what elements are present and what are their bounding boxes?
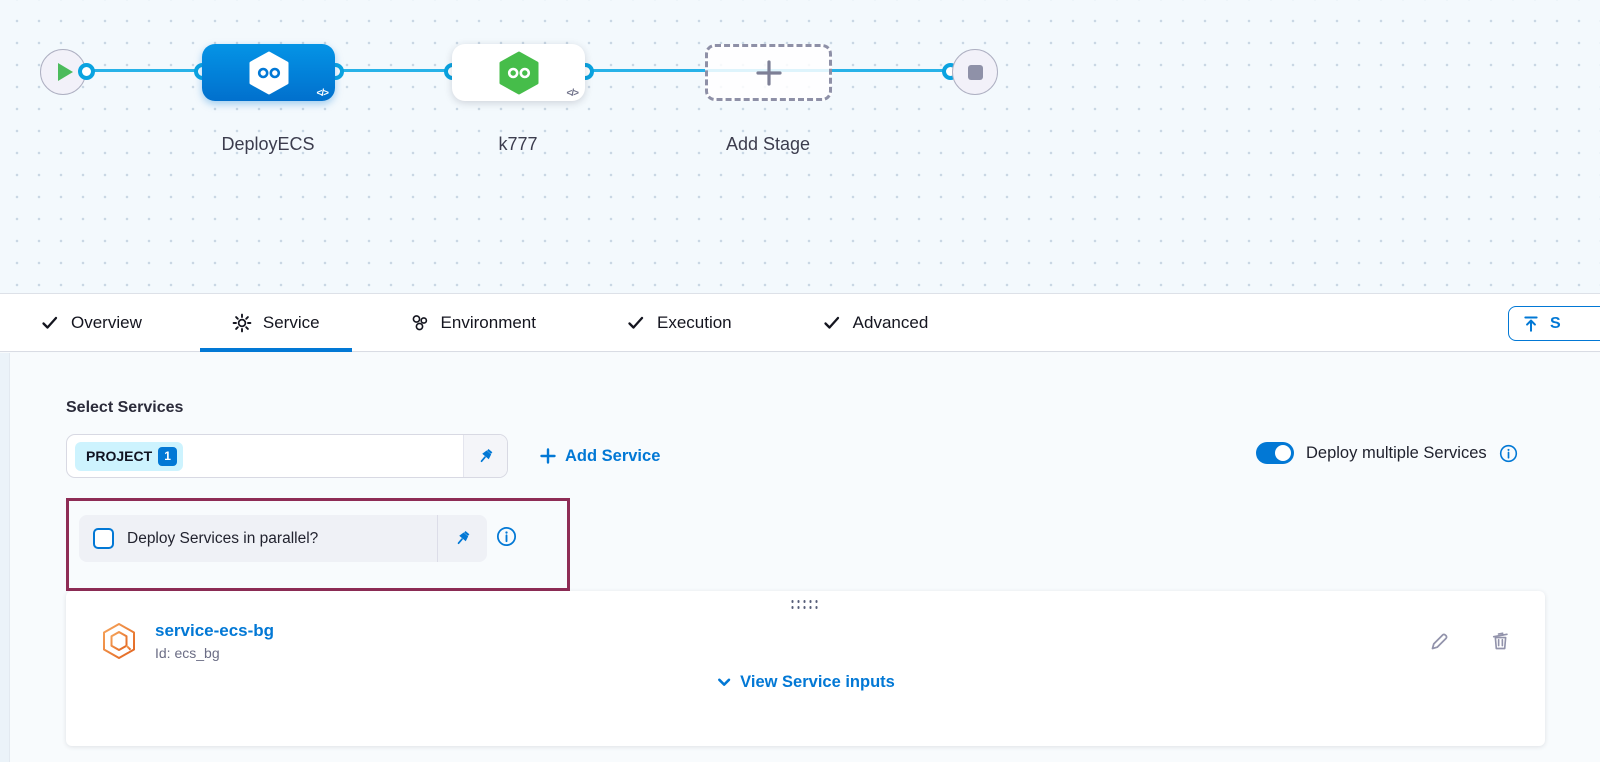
delete-service-button[interactable] <box>1490 631 1511 657</box>
upload-icon <box>1524 315 1538 332</box>
add-stage-node[interactable] <box>705 44 832 101</box>
drag-handle[interactable] <box>791 600 820 611</box>
check-icon <box>824 316 839 329</box>
deploy-parallel-label: Deploy Services in parallel? <box>127 529 319 547</box>
pin-input-type-button[interactable] <box>463 435 507 477</box>
play-icon <box>57 63 73 81</box>
tab-environment[interactable]: Environment <box>410 294 536 351</box>
stop-icon <box>967 64 983 80</box>
trash-icon <box>1492 632 1508 650</box>
info-icon[interactable] <box>496 526 517 547</box>
deploy-multiple-services-toggle[interactable] <box>1256 442 1294 464</box>
deploy-multiple-services-row: Deploy multiple Services <box>1256 439 1518 467</box>
pin-input-type-button[interactable] <box>437 515 487 562</box>
check-icon <box>42 316 58 329</box>
service-name-link[interactable]: service-ecs-bg <box>155 621 275 640</box>
stage-label-k777: k777 <box>498 134 538 154</box>
tab-overview[interactable]: Overview <box>40 294 142 351</box>
add-stage-label: Add Stage <box>725 134 811 154</box>
code-icon[interactable]: </> <box>566 88 580 99</box>
select-services-label: Select Services <box>66 399 184 416</box>
add-service-button[interactable]: Add Service <box>540 441 660 471</box>
environment-icon <box>412 314 427 330</box>
stage-label-deployecs: DeployECS <box>221 134 315 154</box>
deploy-parallel-field: Deploy Services in parallel? <box>79 515 487 562</box>
service-tab-panel: Select Services PROJECT 1 Add Service <box>0 353 1600 762</box>
tab-service[interactable]: Service <box>199 294 352 352</box>
pipeline-start-node[interactable] <box>40 49 86 95</box>
pipeline-canvas[interactable]: </> </> DeployECS k777 Add Stage <box>0 0 1600 293</box>
service-id-text: Id: ecs_bg <box>155 645 220 661</box>
stage-node-deployecs[interactable]: </> <box>202 44 335 101</box>
port-start-out[interactable] <box>78 63 95 80</box>
selected-services-chips[interactable]: PROJECT 1 <box>67 435 463 477</box>
pipeline-end-node[interactable] <box>952 49 998 95</box>
save-button[interactable]: S <box>1508 306 1600 341</box>
deploy-parallel-checkbox[interactable] <box>93 528 114 549</box>
pin-icon <box>480 448 493 462</box>
plus-icon <box>540 448 556 464</box>
info-icon[interactable] <box>1499 444 1518 463</box>
harness-logo-icon <box>249 51 288 94</box>
check-icon <box>628 316 644 329</box>
chevron-down-icon <box>717 678 730 686</box>
service-hexagon-icon <box>103 623 135 659</box>
chip-count-badge: 1 <box>158 446 178 466</box>
stage-config-tabbar: Overview Service Environment Execution A… <box>0 293 1600 352</box>
edit-service-button[interactable] <box>1429 631 1450 657</box>
service-card: service-ecs-bg Id: ecs_bg <box>66 591 1545 746</box>
left-rail <box>0 353 10 762</box>
plus-icon <box>755 59 782 86</box>
tab-advanced[interactable]: Advanced <box>822 294 928 351</box>
code-icon[interactable]: </> <box>316 88 330 99</box>
view-service-inputs-toggle[interactable]: View Service inputs <box>716 673 895 692</box>
project-chip[interactable]: PROJECT 1 <box>75 441 184 471</box>
harness-logo-icon <box>499 51 538 94</box>
stage-node-k777[interactable]: </> <box>452 44 585 101</box>
services-multiselect-input[interactable]: PROJECT 1 <box>66 434 508 478</box>
deploy-multiple-services-label: Deploy multiple Services <box>1306 443 1487 462</box>
pin-icon <box>457 531 470 545</box>
gear-icon <box>232 313 252 332</box>
pencil-icon <box>1431 633 1448 650</box>
tab-execution[interactable]: Execution <box>626 294 732 351</box>
